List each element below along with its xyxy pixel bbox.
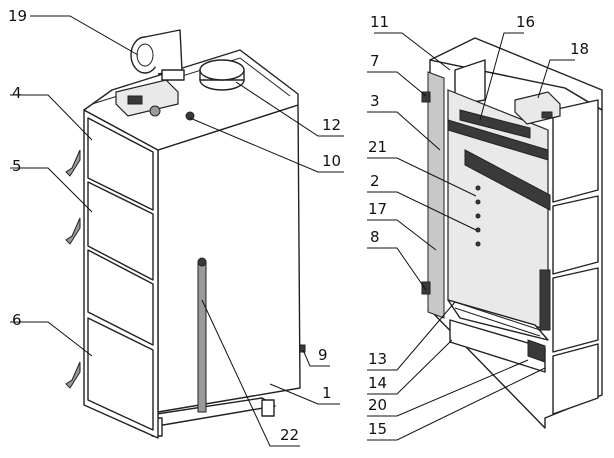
callout-19: 19 xyxy=(8,7,27,25)
handle-middle xyxy=(65,217,81,245)
callout-18: 18 xyxy=(570,40,589,58)
callout-20: 20 xyxy=(368,396,387,414)
controller-knob xyxy=(149,105,161,117)
baffle-1 xyxy=(447,119,549,161)
insulation-wall xyxy=(427,71,445,319)
leader-lines xyxy=(10,15,575,447)
callout-14: 14 xyxy=(368,374,387,392)
cutaway-door-4 xyxy=(552,343,599,415)
cutaway-display xyxy=(541,111,553,119)
right-foot xyxy=(261,399,275,417)
boiler-exterior xyxy=(65,29,306,439)
callout-7: 7 xyxy=(370,52,380,70)
callout-21: 21 xyxy=(368,138,387,156)
fan-flange xyxy=(161,69,185,81)
callout-16: 16 xyxy=(516,13,535,31)
callout-17: 17 xyxy=(368,200,387,218)
sensor-port xyxy=(185,111,195,121)
door-lower xyxy=(87,317,154,431)
callout-labels: 19 4 5 6 12 10 9 1 22 11 16 7 18 3 21 2 … xyxy=(8,7,589,444)
ash-pan-handle xyxy=(527,339,546,363)
boiler-cutaway xyxy=(421,37,603,429)
callout-12: 12 xyxy=(322,116,341,134)
poker-top xyxy=(197,257,207,267)
handle-lower xyxy=(65,361,81,389)
callout-2: 2 xyxy=(370,172,380,190)
callout-3: 3 xyxy=(370,92,380,110)
latch-top xyxy=(421,91,431,103)
side-panel xyxy=(157,104,301,413)
controller-display xyxy=(127,95,143,105)
cutaway-door-3 xyxy=(552,267,599,353)
callout-6: 6 xyxy=(12,311,22,329)
air-holes xyxy=(475,185,481,247)
poker-rod xyxy=(197,261,207,413)
callout-4: 4 xyxy=(12,84,22,102)
baffle-2 xyxy=(459,109,531,139)
callout-8: 8 xyxy=(370,228,380,246)
door-middle xyxy=(87,181,154,281)
callout-9: 9 xyxy=(318,346,328,364)
callout-13: 13 xyxy=(368,350,387,368)
latch-bottom xyxy=(421,281,431,295)
drain-valve xyxy=(299,344,306,353)
grate-bars xyxy=(454,301,541,337)
callout-1: 1 xyxy=(322,384,332,402)
cutaway-door-2 xyxy=(552,195,599,275)
middle-panel xyxy=(87,249,154,346)
callout-22: 22 xyxy=(280,426,299,444)
cutaway-door-1 xyxy=(552,99,599,203)
callout-15: 15 xyxy=(368,420,387,438)
handle-upper xyxy=(65,149,81,177)
callout-11: 11 xyxy=(370,13,389,31)
door-upper xyxy=(87,117,154,211)
rear-plate xyxy=(539,269,551,331)
callout-5: 5 xyxy=(12,157,22,175)
callout-10: 10 xyxy=(322,152,341,170)
baffle-3 xyxy=(464,149,551,211)
ash-pan xyxy=(449,319,546,373)
flue-top xyxy=(199,59,245,81)
